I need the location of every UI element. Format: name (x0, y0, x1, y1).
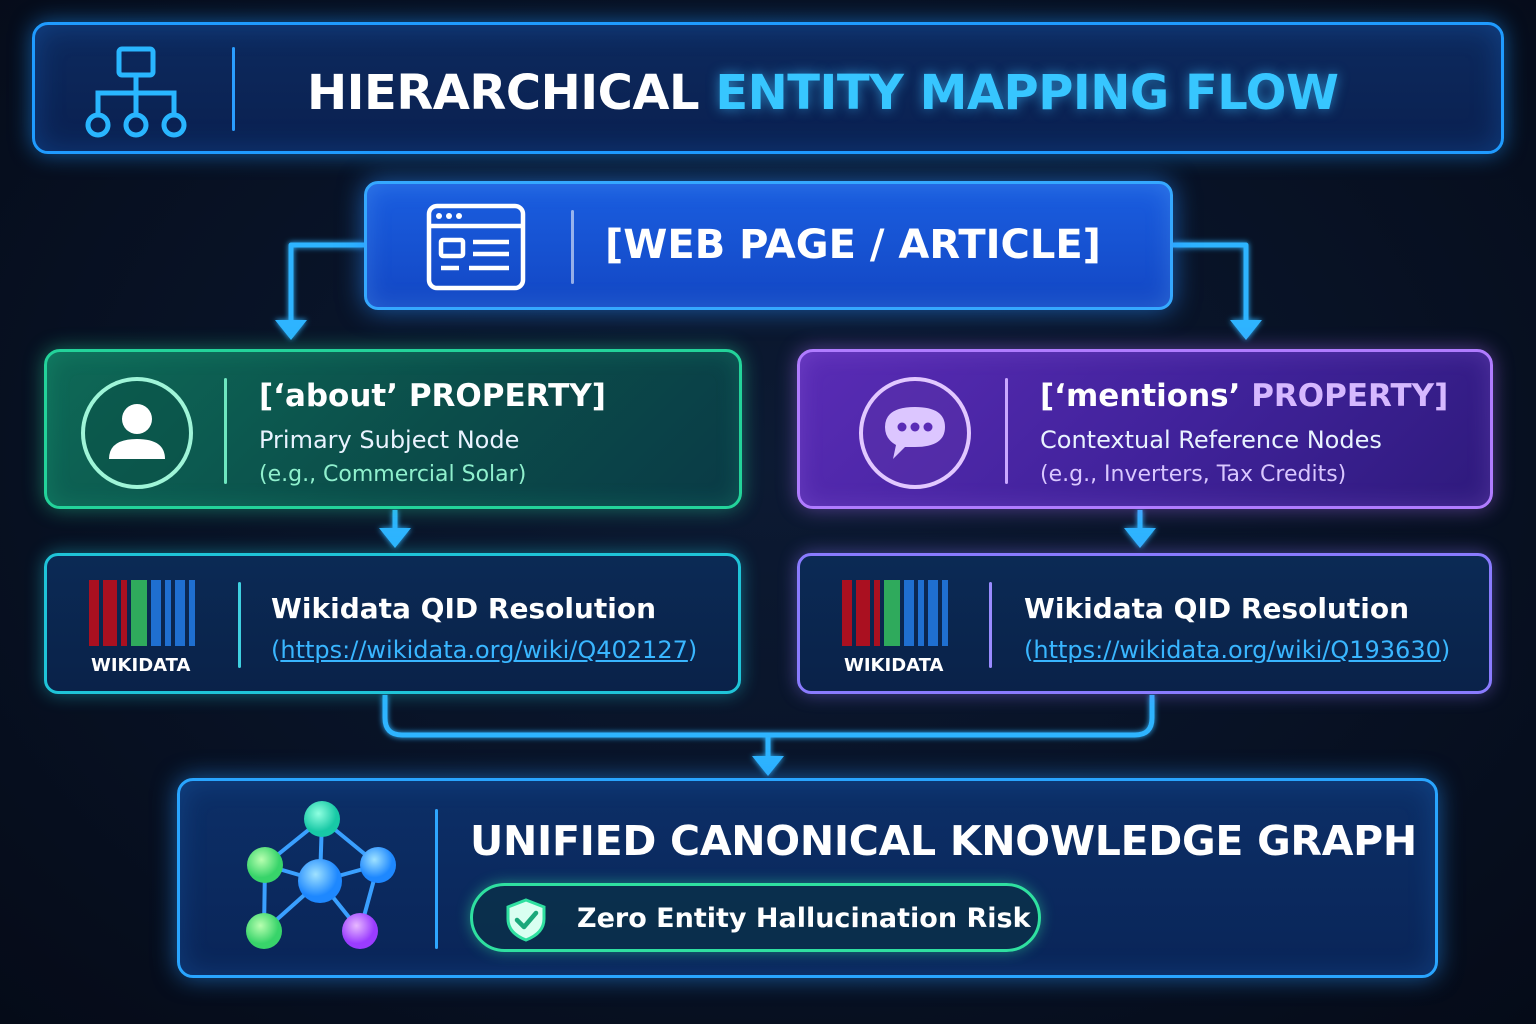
about-subtitle: Primary Subject Node (259, 426, 520, 454)
mentions-title-open: [‘mentions’ (1040, 378, 1241, 414)
about-example: (e.g., Commercial Solar) (259, 462, 527, 487)
mentions-subtitle: Contextual Reference Nodes (1040, 426, 1382, 454)
risk-badge-label: Zero Entity Hallucination Risk (577, 903, 1031, 934)
wikidata-right-url-open: ( (1024, 636, 1034, 664)
user-icon (81, 377, 193, 489)
wikidata-right-link[interactable]: https://wikidata.org/wiki/Q193630 (1033, 636, 1441, 664)
wikidata-left-divider (238, 582, 241, 668)
about-title-open: [‘about’ (259, 378, 399, 414)
page-title: HIERARCHICAL ENTITY MAPPING FLOW (307, 65, 1339, 121)
wikidata-left-url-close: ) (687, 636, 698, 664)
mentions-example: (e.g., Inverters, Tax Credits) (1040, 462, 1347, 487)
wikidata-bars-icon (89, 580, 201, 646)
wikidata-right-divider (989, 582, 992, 668)
graph-divider (435, 809, 438, 949)
wikidata-left-node: WIKIDATA Wikidata QID Resolution (https:… (44, 553, 741, 694)
wikidata-logo: WIKIDATA (842, 580, 954, 676)
mentions-property-node: [‘mentions’ PROPERTY] Contextual Referen… (797, 349, 1493, 509)
chat-bubble-icon (859, 377, 971, 489)
source-divider (571, 210, 574, 284)
wikidata-left-url-open: ( (271, 636, 281, 664)
hierarchy-icon (85, 46, 187, 138)
wikidata-right-title: Wikidata QID Resolution (1024, 592, 1410, 625)
wikidata-left-url: (https://wikidata.org/wiki/Q402127) (271, 636, 697, 664)
wikidata-bars-icon (842, 580, 954, 646)
source-node: [WEB PAGE / ARTICLE] (364, 181, 1173, 310)
risk-badge: Zero Entity Hallucination Risk (470, 883, 1041, 952)
about-divider (224, 378, 227, 484)
browser-window-icon (426, 203, 526, 291)
wikidata-logo-text: WIKIDATA (91, 655, 191, 676)
arrow-source-to-mentions (1173, 242, 1249, 322)
graph-title: UNIFIED CANONICAL KNOWLEDGE GRAPH (470, 817, 1417, 865)
title-part-2: ENTITY MAPPING FLOW (715, 65, 1339, 121)
source-label: [WEB PAGE / ARTICLE] (605, 222, 1101, 268)
wikidata-left-title: Wikidata QID Resolution (271, 592, 657, 625)
about-title: [‘about’ PROPERTY] (259, 378, 606, 414)
mentions-title-close: PROPERTY] (1251, 378, 1449, 414)
title-divider (232, 47, 235, 131)
knowledge-graph-node: UNIFIED CANONICAL KNOWLEDGE GRAPH Zero E… (177, 778, 1438, 978)
wikidata-right-url-close: ) (1440, 636, 1451, 664)
mentions-divider (1005, 378, 1008, 484)
wikidata-logo-text: WIKIDATA (844, 655, 944, 676)
title-bar: HIERARCHICAL ENTITY MAPPING FLOW (32, 22, 1504, 154)
arrow-source-to-about (288, 242, 364, 322)
about-title-close: PROPERTY] (408, 378, 606, 414)
shield-check-icon (506, 898, 546, 942)
network-graph-icon (246, 801, 396, 949)
merge-connector (382, 695, 1155, 738)
title-part-1: HIERARCHICAL (307, 65, 700, 121)
wikidata-left-link[interactable]: https://wikidata.org/wiki/Q402127 (280, 636, 688, 664)
wikidata-right-node: WIKIDATA Wikidata QID Resolution (https:… (797, 553, 1492, 694)
mentions-title: [‘mentions’ PROPERTY] (1040, 378, 1448, 414)
wikidata-right-url: (https://wikidata.org/wiki/Q193630) (1024, 636, 1450, 664)
wikidata-logo: WIKIDATA (89, 580, 201, 676)
about-property-node: [‘about’ PROPERTY] Primary Subject Node … (44, 349, 742, 509)
